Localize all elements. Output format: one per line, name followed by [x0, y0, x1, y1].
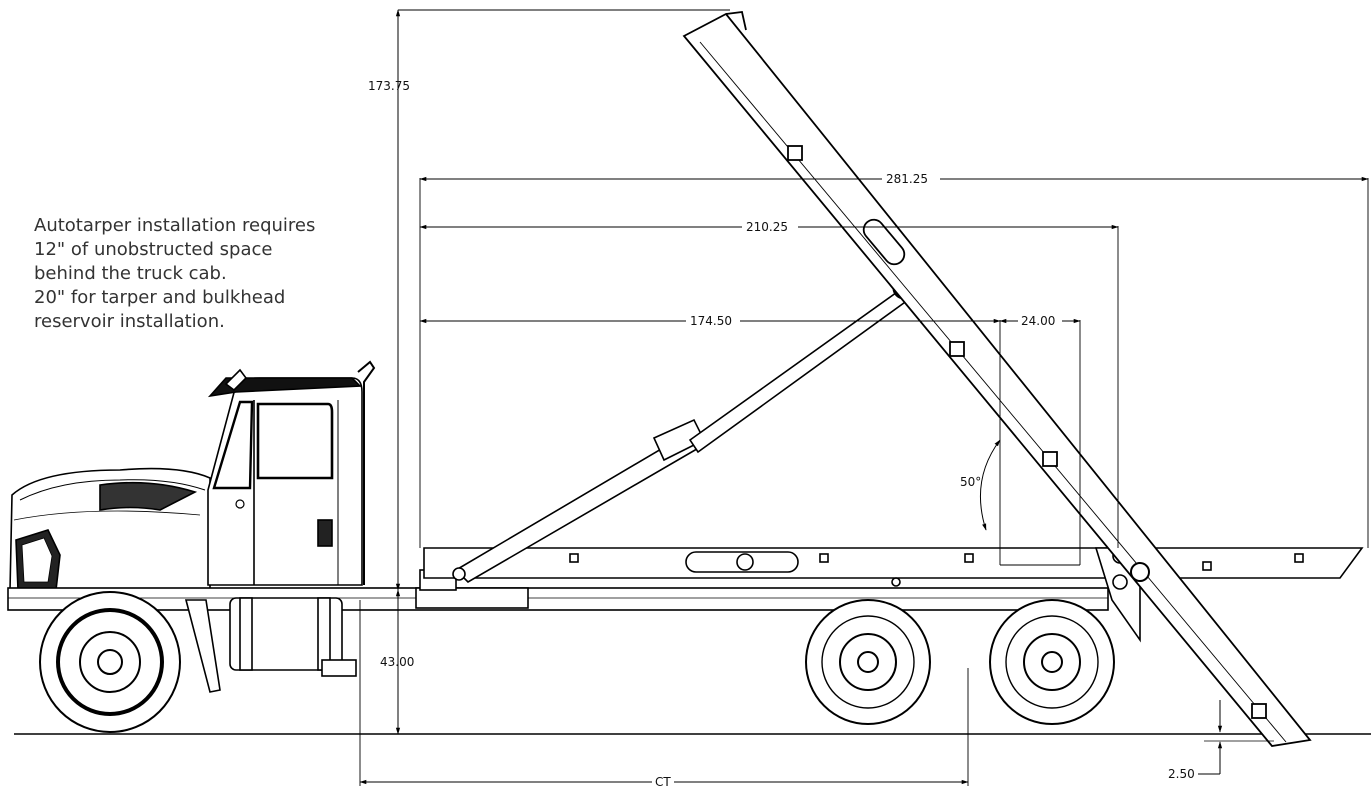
dim-overall-height: 173.75	[368, 79, 410, 93]
front-wheel	[39, 591, 181, 733]
hook-arm	[682, 11, 1312, 747]
note-line-4: 20" for tarper and bulkhead	[34, 287, 286, 308]
rear-wheel-1	[805, 599, 931, 725]
dim-frame-height: 43.00	[380, 655, 414, 669]
note-line-3: behind the truck cab.	[34, 263, 227, 284]
note-line-5: reservoir installation.	[34, 311, 225, 332]
dim-cab-to-tandem: CT	[655, 775, 671, 789]
dim-cylinder-reach: 174.50	[690, 314, 732, 328]
chassis-frame	[7, 587, 1109, 693]
dim-tip-angle: 50°	[960, 475, 981, 489]
note-line-1: Autotarper installation requires	[34, 215, 316, 236]
truck-cab	[9, 360, 376, 591]
rear-wheel-2	[989, 599, 1115, 725]
hoist-subframe	[415, 547, 1364, 643]
dim-overall-length: 281.25	[886, 172, 928, 186]
lift-cylinder	[452, 276, 916, 584]
dim-body-length: 210.25	[746, 220, 788, 234]
dim-tail-offset: 24.00	[1021, 314, 1055, 328]
note-line-2: 12" of unobstructed space	[34, 239, 273, 260]
dim-ground-clearance: 2.50	[1168, 767, 1195, 781]
installation-note: Autotarper installation requires 12" of …	[34, 214, 334, 334]
